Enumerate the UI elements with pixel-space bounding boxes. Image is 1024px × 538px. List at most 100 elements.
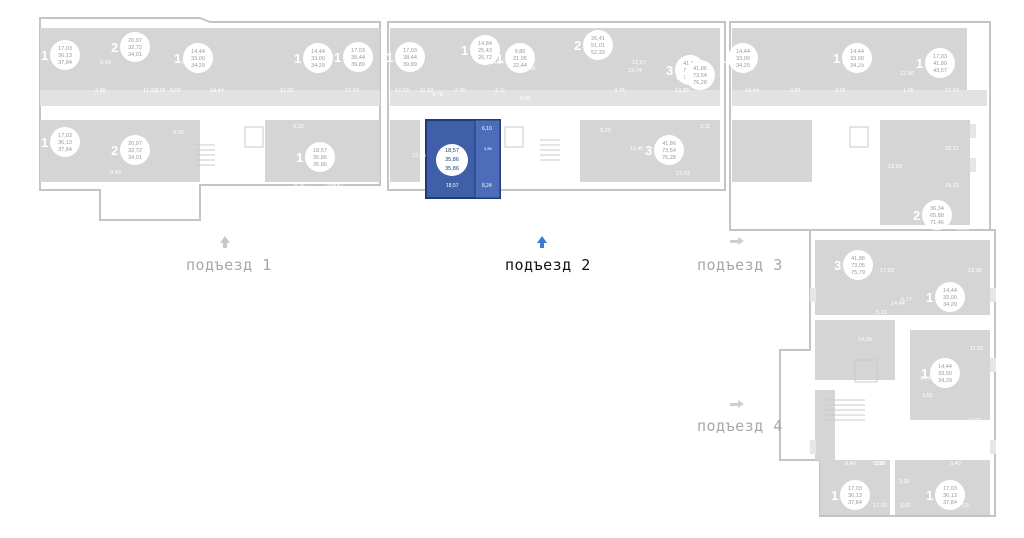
area-label: 15,21	[945, 146, 959, 152]
apartment-area-2: 36,13	[943, 493, 957, 499]
balconies	[810, 124, 996, 454]
area-label: 3,65	[922, 326, 933, 332]
apartment-area-1: 41,86	[851, 256, 865, 262]
apartment-area-1: 18,57	[313, 148, 327, 154]
area-label: 9,86	[525, 66, 536, 72]
area-label: 3,02	[899, 479, 910, 485]
area-label: 8,26	[294, 183, 305, 189]
area-label: 3,65	[835, 88, 846, 94]
area-label: 13,38	[968, 268, 982, 274]
apartment-area-3: 39,89	[351, 62, 365, 68]
selected-apartment[interactable]: 1 18,57 35,86 35,86 6,10 3,85 18,57 8,24	[425, 119, 501, 199]
apartment-area-2: 32,72	[128, 148, 142, 154]
apartment-area-2: 73,05	[851, 263, 865, 269]
apartment-rooms: 1	[921, 366, 928, 381]
area-label: 9,40	[845, 461, 856, 467]
area-label: 6,77	[680, 108, 691, 114]
apartment-area-3: 34,29	[311, 63, 325, 69]
area-label: 12,90	[900, 71, 914, 77]
apartment-area-1: 20,97	[128, 141, 142, 147]
apartment-rooms: 1	[461, 43, 468, 58]
area-label: 13,63	[888, 164, 902, 170]
apartment-area-2: 41,80	[933, 61, 947, 67]
apartment-area-3: 34,01	[128, 155, 142, 161]
apartment-area-2: 36,13	[58, 53, 72, 59]
apartment-rooms: 3	[666, 63, 673, 78]
apartment-area-1: 9,86	[515, 49, 526, 55]
area-label: 17,03	[955, 503, 969, 509]
area-label: 5,23	[600, 128, 611, 134]
area-label: 18,57	[325, 183, 339, 189]
entrance-2-label[interactable]: подъезд 2	[505, 256, 591, 274]
area-label: 17,03	[345, 88, 359, 94]
area-label: 18,57	[330, 183, 344, 189]
area-label: 14,84	[480, 60, 494, 66]
entrance-3-label[interactable]: подъезд 3	[697, 256, 783, 274]
area-label: 2,60	[455, 88, 466, 94]
area-label: 14,44	[920, 376, 934, 382]
entrance-1-label[interactable]: подъезд 1	[186, 256, 272, 274]
apartment-area-1: 17,03	[58, 133, 72, 139]
apartment-area-1: 17,03	[943, 486, 957, 492]
selected-rooms: 1	[437, 153, 444, 167]
entrance-4-label[interactable]: подъезд 4	[697, 417, 783, 435]
apartment-rooms: 1	[719, 51, 726, 66]
area-label: 4,78	[432, 92, 443, 98]
apartment-area-3: 76,28	[693, 80, 707, 86]
apartment-area-2: 21,05	[513, 56, 527, 62]
apartment-area-1: 14,44	[938, 364, 952, 370]
apartment-area-2: 35,86	[313, 155, 327, 161]
selected-living: 18,57	[445, 148, 459, 154]
apartment-area-2: 33,00	[938, 371, 952, 377]
area-label: 4,78	[614, 88, 625, 94]
selected-apartment-badge	[436, 144, 468, 176]
apartment-area-1: 17,03	[403, 48, 417, 54]
area-label: 3,58	[873, 461, 884, 467]
apartment-area-3: 35,86	[313, 162, 327, 168]
apartment-area-3: 34,29	[736, 63, 750, 69]
apartment-area-3: 76,28	[662, 155, 676, 161]
apartment-area-3: 34,29	[850, 63, 864, 69]
apartment-area-1: 14,84	[478, 41, 492, 47]
area-label: 11,92	[420, 88, 433, 94]
area-label: 14,65	[628, 183, 642, 189]
selected-room-area: 18,57	[446, 183, 459, 189]
apartment-area-3: 37,84	[848, 500, 862, 506]
apartment-rooms: 1	[926, 488, 933, 503]
area-label: 3,02	[900, 503, 911, 509]
area-label: 5,00	[173, 130, 184, 136]
apartment-rooms: 1	[174, 51, 181, 66]
apartment-area-2: 33,00	[311, 56, 325, 62]
apartment-area-1: 41,86	[662, 141, 676, 147]
area-label: 3,11	[700, 124, 710, 130]
area-label: 9,05	[182, 60, 193, 66]
apartment-rooms: 1	[833, 51, 840, 66]
apartment-area-2: 33,00	[736, 56, 750, 62]
apartment-rooms: 1	[926, 290, 933, 305]
apartment-area-3: 34,01	[128, 52, 142, 58]
area-label: 13,38	[675, 88, 689, 94]
